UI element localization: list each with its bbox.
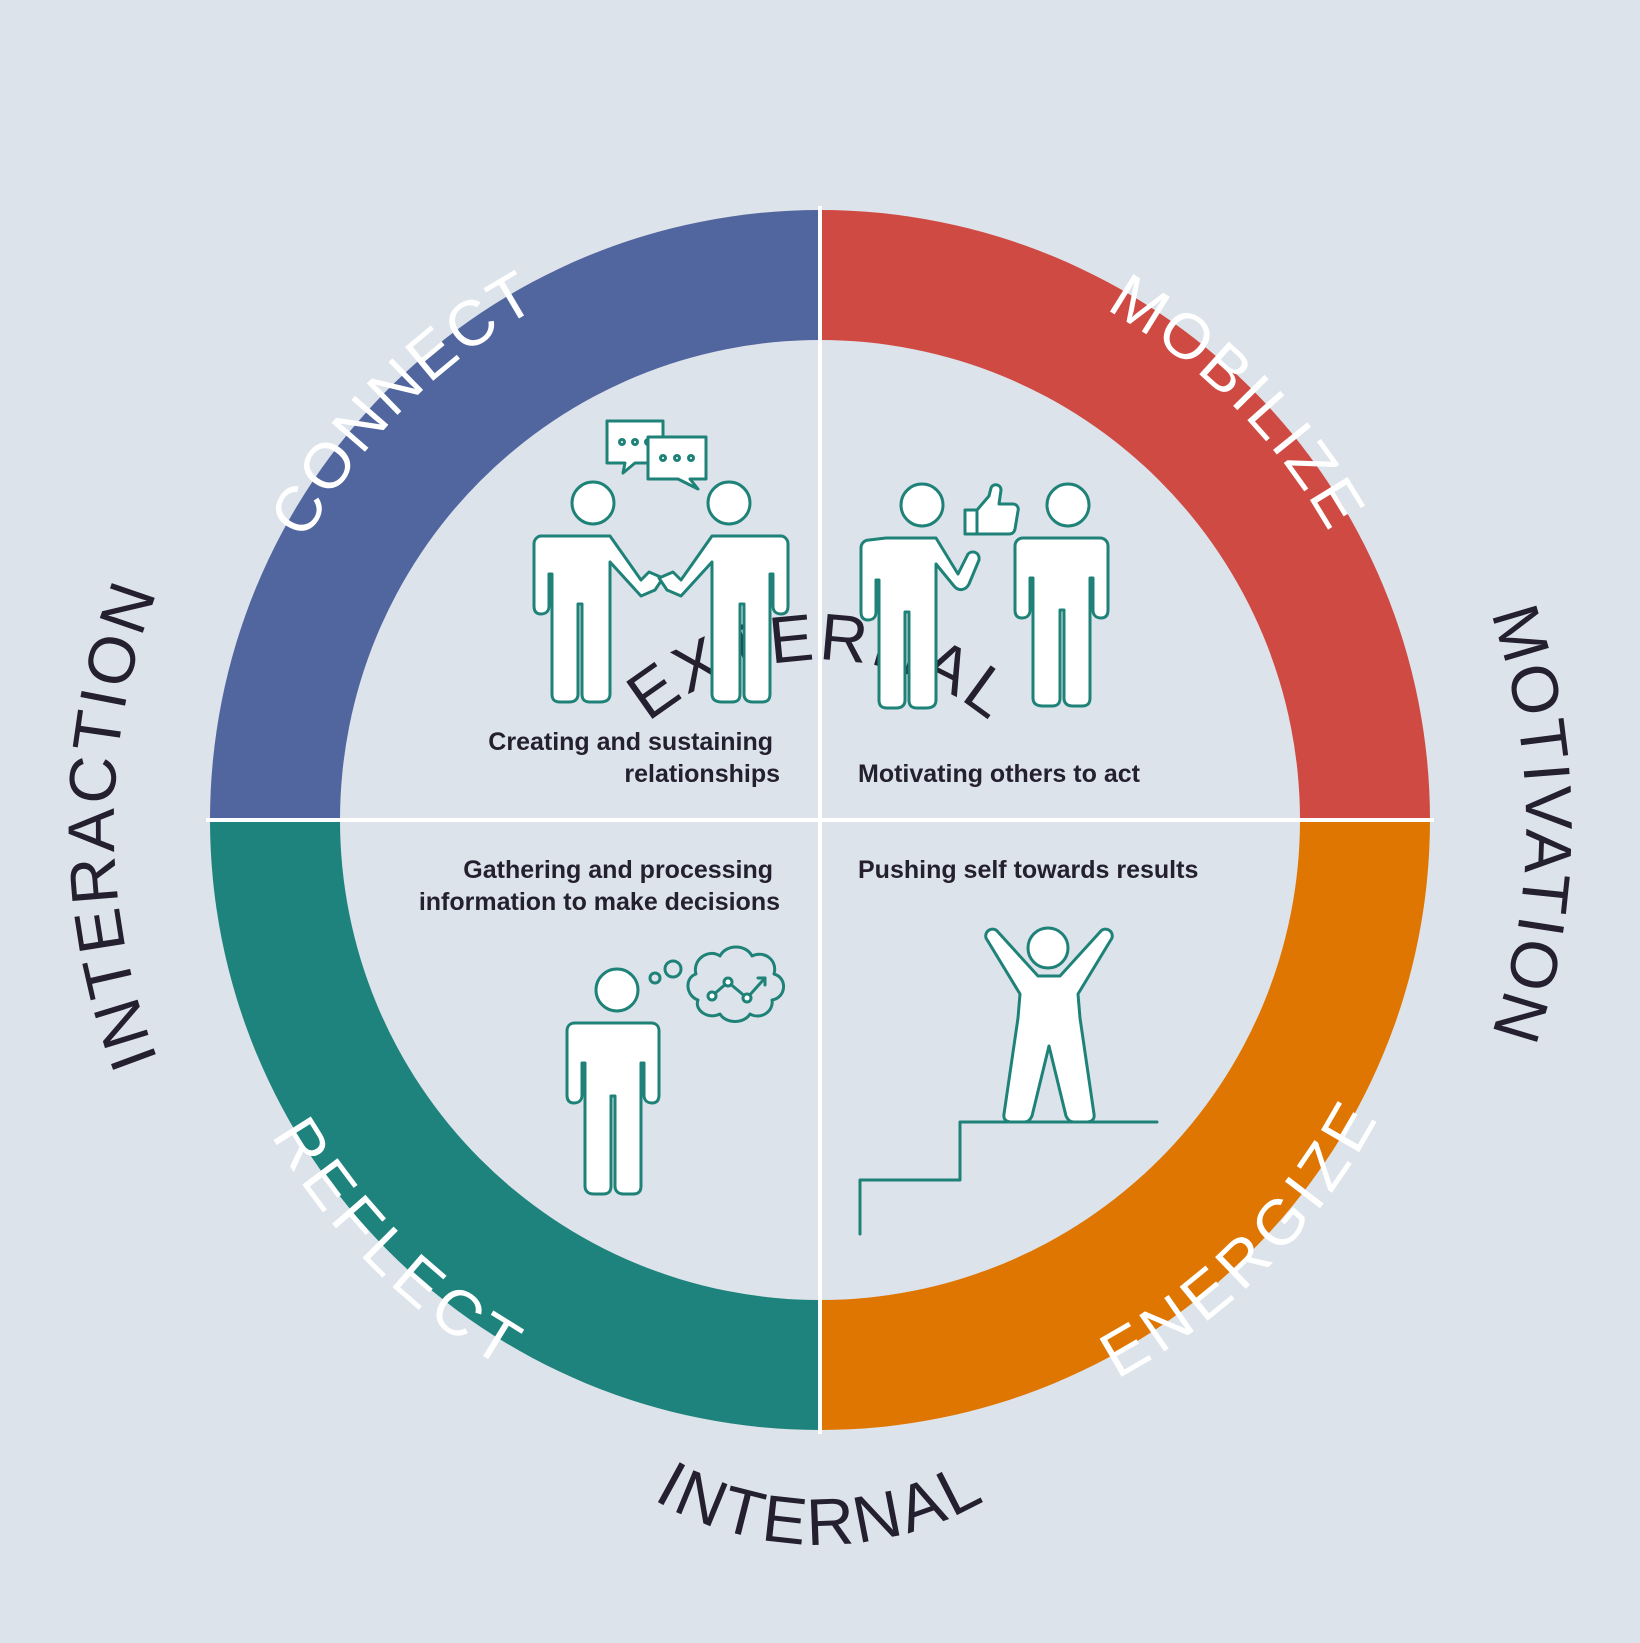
connect-description: Creating and sustaining relationships [488, 728, 780, 788]
mobilize-ring-segment [820, 210, 1430, 820]
reflect-ring-segment [210, 820, 820, 1430]
mobilize-description: Motivating others to act [858, 760, 1141, 788]
two-people-talking-icon [532, 419, 790, 704]
reflect-description: Gathering and processing information to … [419, 856, 780, 916]
connect-ring-segment [210, 210, 820, 820]
energize-ring-segment [820, 820, 1430, 1430]
person-climbing-stairs-icon [858, 926, 1159, 1236]
energize-description: Pushing self towards results [858, 856, 1198, 884]
person-thinking-icon [565, 945, 785, 1196]
people-thumbs-up-icon [859, 482, 1110, 710]
